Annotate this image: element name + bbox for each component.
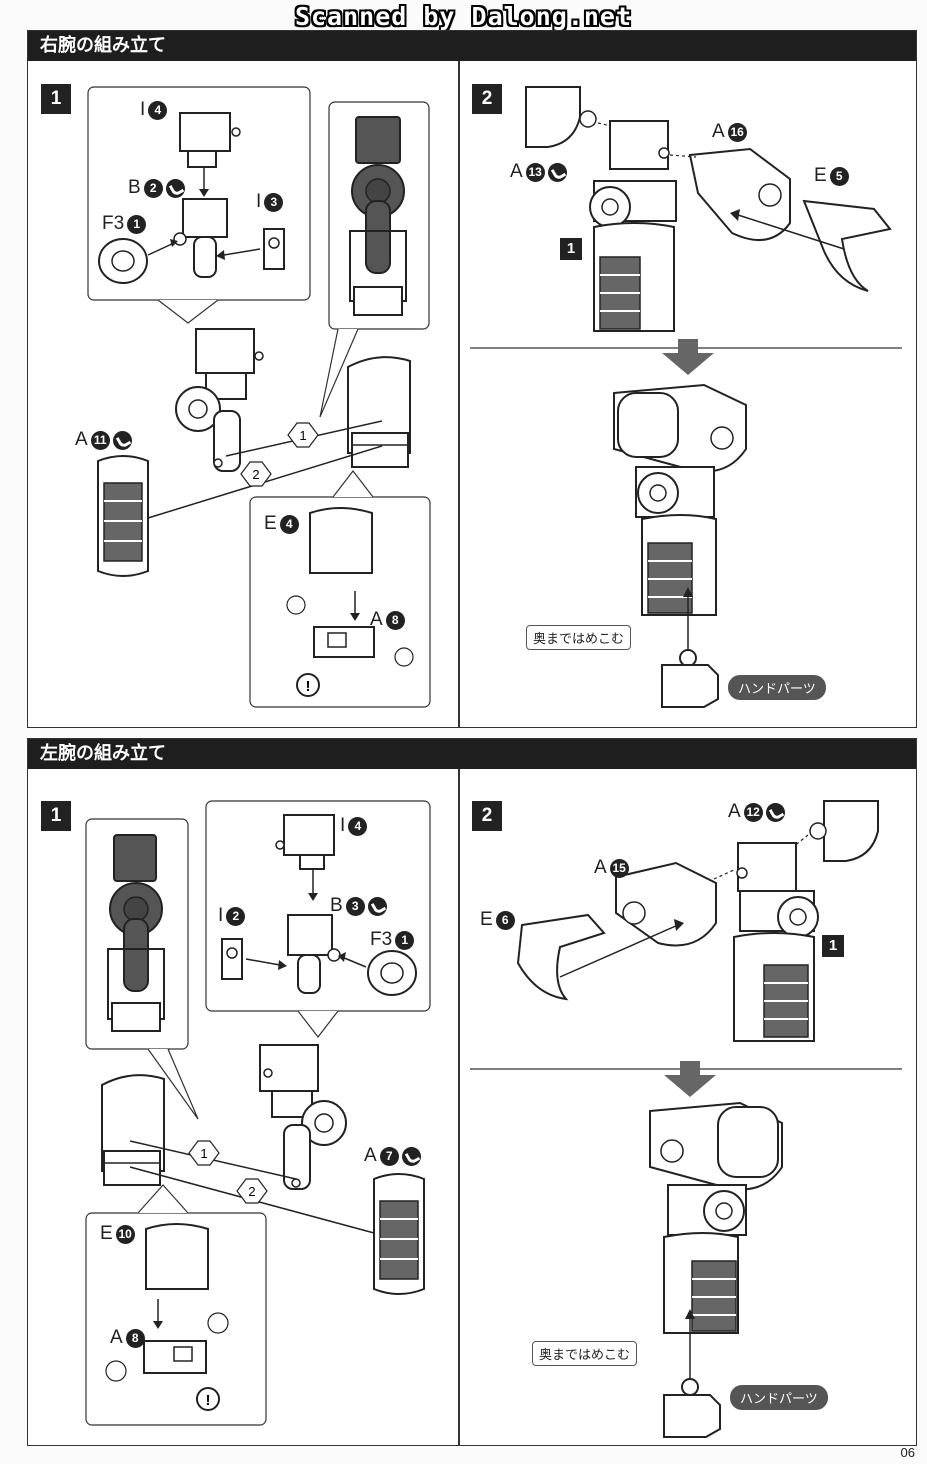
- part-number-badge: 15: [609, 858, 629, 878]
- scanner-watermark: Scanned by Dalong.net: [294, 2, 633, 31]
- hand-parts-tag: ハンドパーツ: [728, 675, 826, 700]
- right-arm-step2-number: 2: [472, 84, 502, 114]
- cement-icon: [367, 896, 387, 916]
- left-arm-step1-diagram: 1 2 !: [85, 800, 431, 1426]
- left-arm-step2-number: 2: [472, 801, 502, 831]
- part-number-badge: 5: [829, 166, 849, 186]
- cement-icon: [165, 178, 185, 198]
- part-number-badge: 6: [495, 910, 515, 930]
- part-number-badge: 11: [90, 430, 110, 450]
- part-number-badge: 12: [743, 802, 763, 822]
- insert-fully-callout: 奥まではめこむ: [532, 1341, 638, 1366]
- left-arm-section: 左腕の組み立て: [27, 738, 917, 1446]
- part-number-badge: 3: [345, 896, 365, 916]
- cement-icon: [765, 802, 785, 822]
- left-arm-step1-number: 1: [41, 801, 71, 831]
- part-number-badge: 8: [125, 1328, 145, 1348]
- step-reference-badge: 1: [560, 238, 582, 260]
- part-number-badge: 3: [264, 192, 284, 212]
- right-arm-section: 右腕の組み立て: [27, 30, 917, 728]
- right-arm-step1-number: 1: [41, 84, 71, 114]
- route-label-2: 2: [248, 1184, 255, 1199]
- part-number-badge: 8: [385, 610, 405, 630]
- cement-icon: [401, 1146, 421, 1166]
- part-number-badge: 7: [379, 1146, 399, 1166]
- part-number-badge: 4: [279, 514, 299, 534]
- part-number-badge: 2: [143, 178, 163, 198]
- panel-divider: [458, 61, 460, 727]
- part-number-badge: 2: [226, 906, 246, 926]
- part-number-badge: 16: [727, 122, 747, 142]
- route-label-1: 1: [200, 1146, 207, 1161]
- insert-fully-callout: 奥まではめこむ: [526, 625, 632, 650]
- right-arm-section-title: 右腕の組み立て: [28, 31, 916, 61]
- route-label-2: 2: [252, 467, 259, 482]
- cement-icon: [547, 162, 567, 182]
- right-arm-step1-diagram: 1 2 !: [87, 86, 431, 708]
- svg-text:!: !: [306, 678, 311, 695]
- part-number-badge: 4: [348, 816, 368, 836]
- svg-text:!: !: [206, 1392, 211, 1409]
- cement-icon: [112, 430, 132, 450]
- part-number-badge: 4: [148, 100, 168, 120]
- route-label-1: 1: [299, 428, 306, 443]
- left-arm-section-title: 左腕の組み立て: [28, 739, 916, 769]
- panel-divider: [458, 769, 460, 1445]
- step-reference-badge: 1: [822, 935, 844, 957]
- hand-parts-tag: ハンドパーツ: [730, 1385, 828, 1410]
- part-number-badge: 1: [395, 930, 415, 950]
- part-number-badge: 10: [115, 1224, 135, 1244]
- part-number-badge: 13: [525, 162, 545, 182]
- part-number-badge: 1: [127, 214, 147, 234]
- page-number: 06: [900, 1445, 915, 1460]
